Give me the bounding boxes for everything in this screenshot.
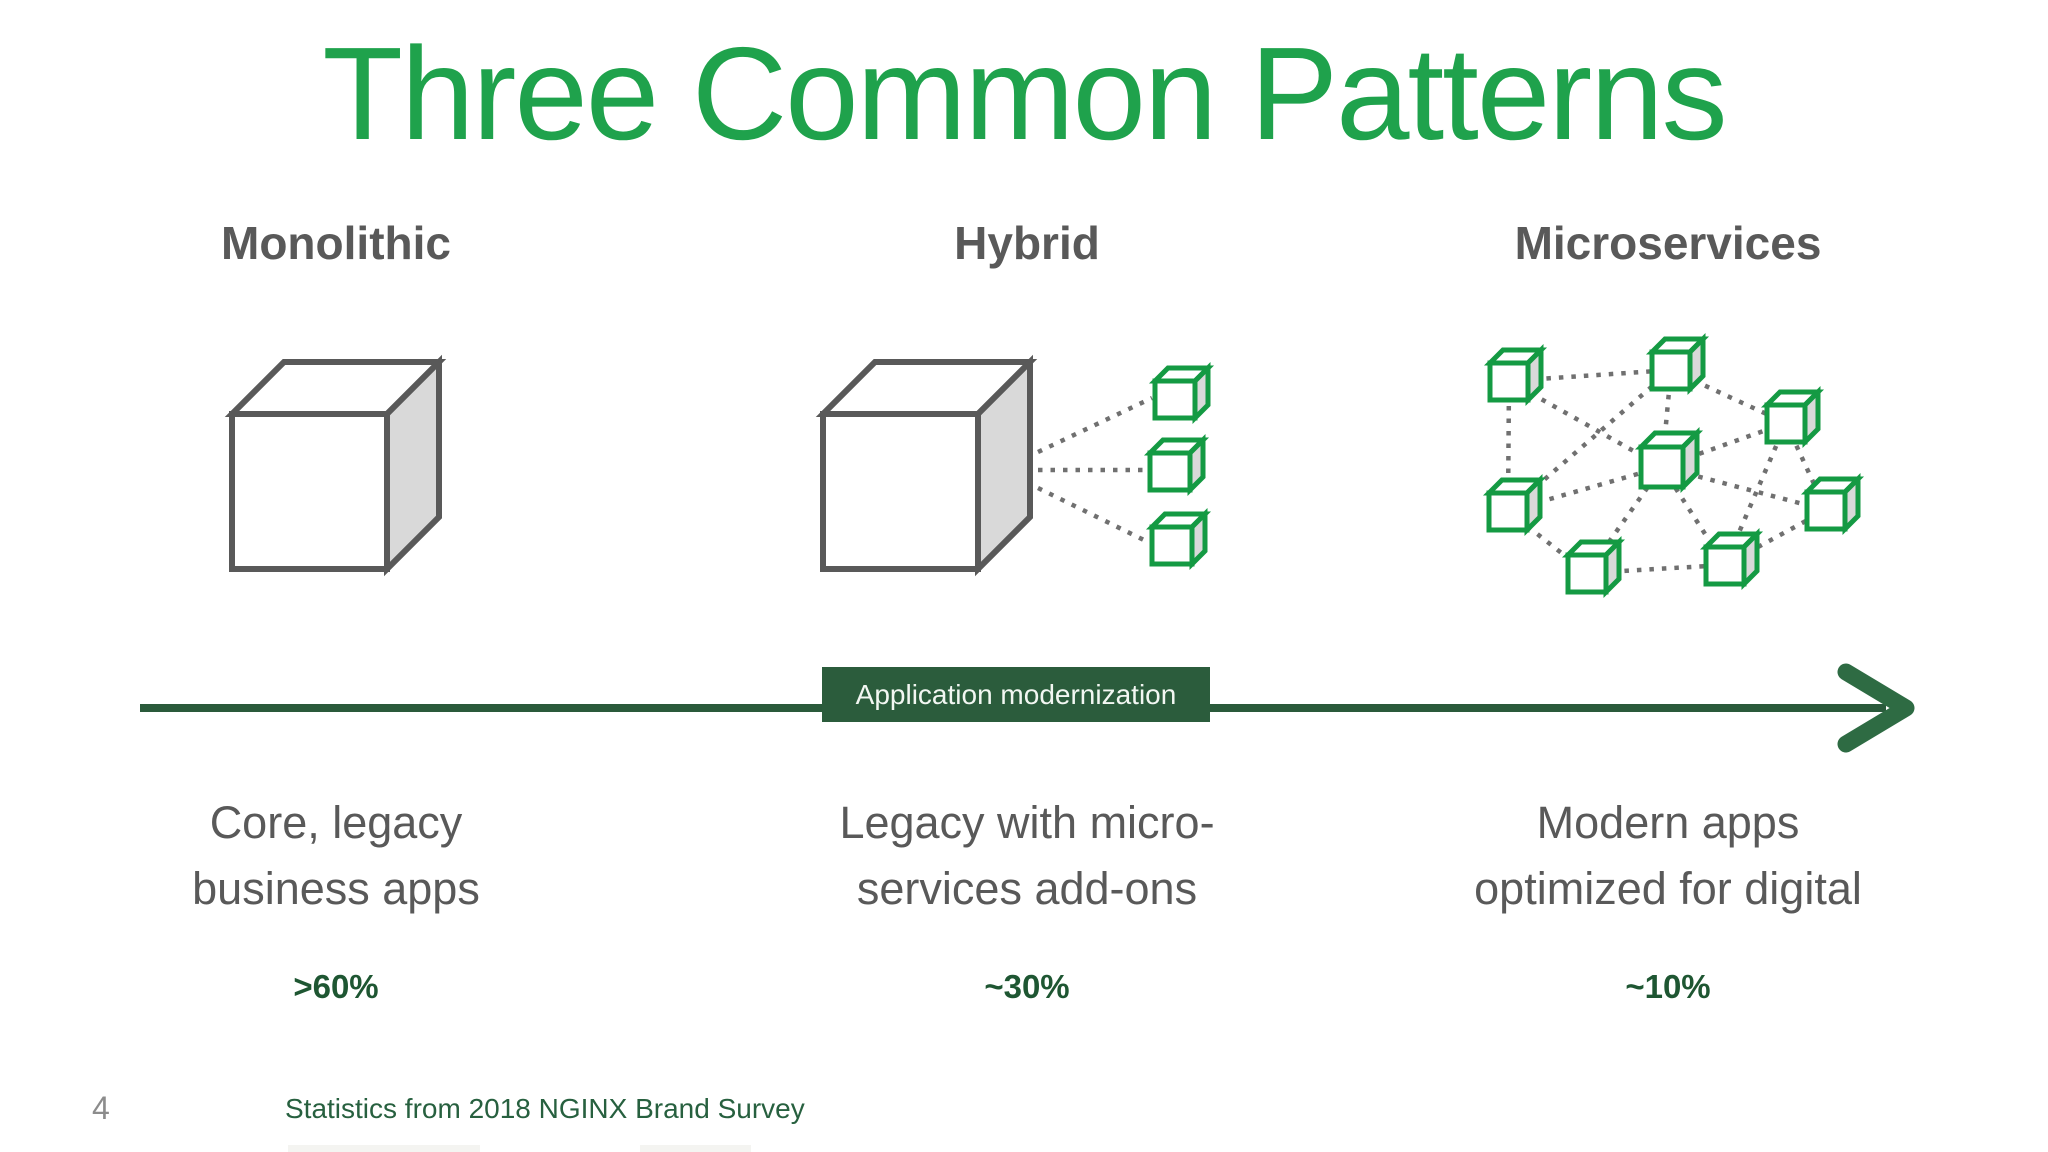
dotted-link: [1670, 367, 1787, 426]
application-modernization-badge: Application modernization: [822, 667, 1210, 722]
description-line: optimized for digital: [1474, 863, 1862, 914]
microservice-cube: [1482, 473, 1547, 537]
microservice-cube: [1800, 472, 1865, 536]
microservice-cube: [1145, 507, 1212, 571]
dotted-link: [1505, 380, 1512, 512]
description-line: Modern apps: [1536, 797, 1800, 848]
column-heading-monolithic: Monolithic: [221, 217, 451, 269]
column-stat-hybrid: ~30%: [984, 968, 1070, 1005]
column-heading-microservices: Microservices: [1514, 217, 1822, 269]
dotted-link: [1585, 465, 1664, 575]
microservice-cube: [1645, 332, 1710, 396]
description-line: services add-ons: [856, 863, 1198, 914]
monolith-cube: [224, 354, 447, 577]
description-line: Core, legacy: [209, 797, 463, 848]
dotted-link: [1586, 562, 1726, 576]
column-heading-hybrid: Hybrid: [954, 217, 1100, 269]
description-line: Legacy with micro-: [839, 797, 1215, 848]
page-number: 4: [92, 1090, 110, 1126]
description-line: business apps: [192, 863, 480, 914]
dotted-link: [1661, 420, 1787, 470]
dotted-link: [1507, 464, 1663, 514]
microservice-cube: [1699, 527, 1764, 591]
bottom-strip: [640, 1145, 751, 1152]
slide-title: Three Common Patterns: [322, 20, 1727, 167]
application-modernization-label: Application modernization: [855, 678, 1177, 710]
bottom-strip: [288, 1145, 480, 1152]
column-stat-microservices: ~10%: [1625, 968, 1711, 1005]
arrow-head-icon: [1837, 663, 1915, 753]
microservice-cube: [1760, 385, 1825, 449]
microservice-cube: [1634, 426, 1704, 494]
microservice-cube: [1143, 433, 1210, 497]
microservice-cube: [1148, 361, 1215, 425]
dotted-link: [1037, 485, 1151, 546]
column-description-hybrid: Legacy with micro- services add-ons: [757, 790, 1297, 922]
column-stat-monolithic: >60%: [293, 968, 379, 1005]
column-description-monolithic: Core, legacy business apps: [66, 790, 606, 922]
footnote: Statistics from 2018 NGINX Brand Survey: [285, 1093, 805, 1124]
microservice-cube: [1561, 535, 1626, 599]
column-description-microservices: Modern apps optimized for digital: [1398, 790, 1938, 922]
microservice-cube: [1483, 343, 1548, 407]
cube-shapes: [224, 332, 1865, 599]
hybrid-monolith-cube: [815, 354, 1038, 577]
dotted-link: [1037, 395, 1153, 455]
